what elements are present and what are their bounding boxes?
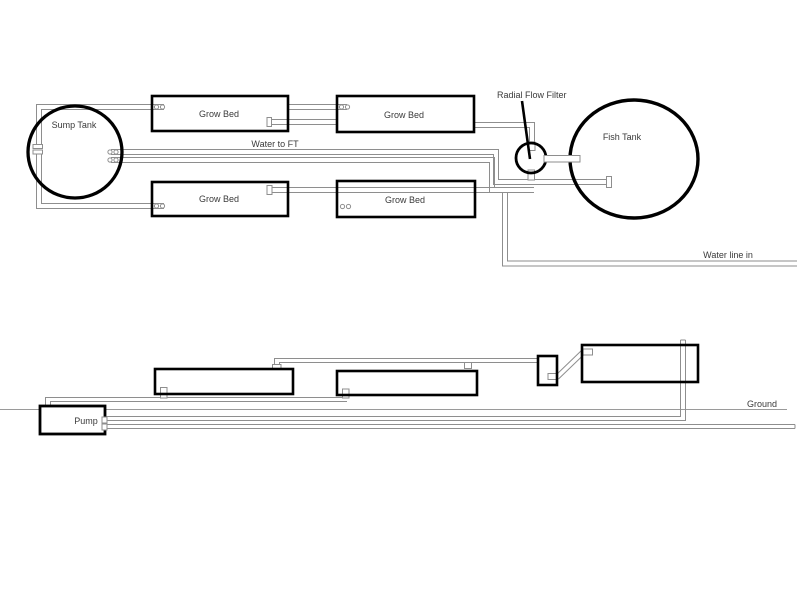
pipe-bed-drain-to-pump <box>45 397 347 406</box>
side-fish-tank-box <box>580 343 700 384</box>
side-grow-bed-2-box <box>335 369 479 397</box>
pipe-pump-suction-lower <box>105 424 796 429</box>
grow-bed-3-box <box>150 180 290 218</box>
ground-label: Ground <box>747 399 777 409</box>
pipe-growbed1-drain <box>266 117 337 127</box>
pipe-pump-suction-upper <box>105 339 686 421</box>
pump-box <box>38 404 107 436</box>
pump-port-lower <box>101 423 108 431</box>
pump-port-upper <box>101 416 108 424</box>
fish-tank-drain-stub <box>606 176 612 188</box>
side-filter-box <box>536 354 559 387</box>
grow-bed-4-box <box>335 179 477 219</box>
pipe-bed-supply-top <box>272 358 538 369</box>
pipe-growbed3-drain <box>266 185 534 195</box>
fish-tank-circle <box>568 98 700 220</box>
bed2-drain-stub <box>342 388 350 399</box>
grow-bed-4-label: Grow Bed <box>385 195 425 205</box>
side-view: Ground Pump <box>0 339 796 436</box>
grow-bed-3-label: Grow Bed <box>199 194 239 204</box>
pipe-growbed2-to-filter <box>474 122 535 144</box>
fish-tank-label: Fish Tank <box>603 132 642 142</box>
grow-bed-1-box <box>150 94 290 133</box>
pump-label: Pump <box>74 416 98 426</box>
pipe-sump-to-growbed3 <box>32 149 164 209</box>
grow-bed-1-label: Grow Bed <box>199 109 239 119</box>
grow-bed-2-box <box>335 94 476 134</box>
pipe-filter-to-tank-diagonal <box>547 348 593 380</box>
pipe-sump-to-growbed1 <box>32 104 164 149</box>
pipe-water-to-ft-lower <box>111 157 495 193</box>
pipe-water-to-ft-upper <box>111 149 608 185</box>
water-to-ft-label: Water to FT <box>251 139 299 149</box>
filter-bottom-stub <box>527 169 535 181</box>
grow-bed-2-label: Grow Bed <box>384 110 424 120</box>
sump-tank-label: Sump Tank <box>52 120 97 130</box>
filter-pointer-line <box>520 100 532 160</box>
top-view: Sump Tank Grow Bed Grow Bed Grow Bed Gro… <box>26 90 797 267</box>
side-grow-bed-1-box <box>153 367 295 396</box>
sump-tank-circle <box>26 104 124 200</box>
pipe-water-line-in <box>502 193 797 267</box>
water-line-in-label: Water line in <box>703 250 753 260</box>
filter-outlet-pipe <box>543 155 581 163</box>
radial-flow-filter-label: Radial Flow Filter <box>497 90 567 100</box>
pipe-connectors <box>107 104 352 210</box>
